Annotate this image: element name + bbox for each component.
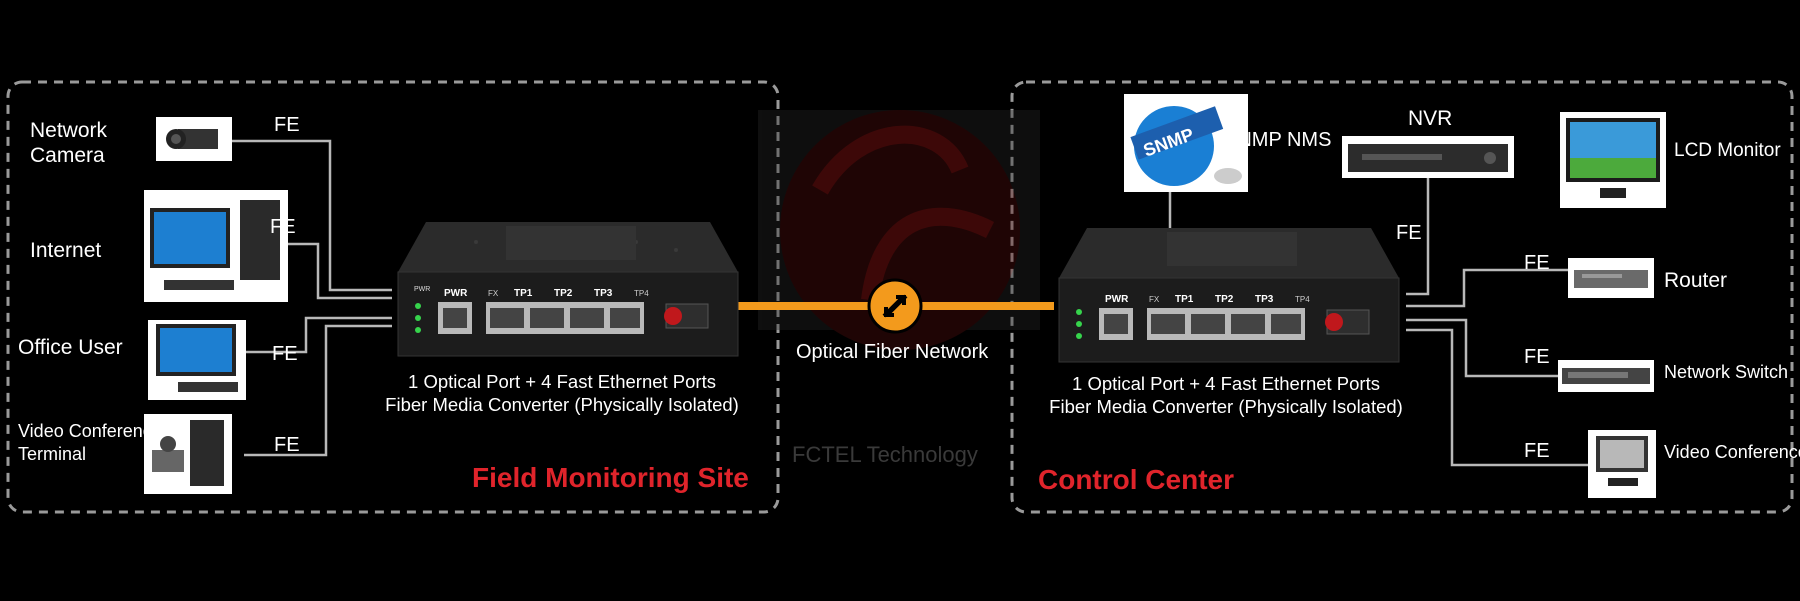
field-caption-line2: Fiber Media Converter (Physically Isolat… [385, 394, 739, 416]
pwr-label-right: PWR [1105, 294, 1129, 305]
control-caption-line1: 1 Optical Port + 4 Fast Ethernet Ports [1072, 373, 1380, 394]
tp1-label-right: TP1 [1175, 294, 1194, 305]
field-converter-caption: 1 Optical Port + 4 Fast Ethernet Ports F… [372, 370, 752, 416]
control-center-title: Control Center [1038, 464, 1234, 495]
video-conference-label: Video Conference [1664, 442, 1800, 462]
field-media-converter: PWR PWR FX TP1 TP2 TP3 TP4 [397, 222, 739, 357]
control-connection-lines [1168, 162, 1588, 467]
fe-label-router: FE [1524, 252, 1550, 274]
office-user-label: Office User [18, 336, 123, 359]
network-switch-label: Network Switch [1664, 362, 1789, 382]
fe-label-nvr: FE [1396, 222, 1422, 244]
watermark-text: FCTEL Technology [792, 442, 978, 467]
video-conference-image [1588, 430, 1656, 498]
watermark-logo [758, 110, 1040, 350]
router-image [1568, 258, 1654, 298]
led-pwr-label: PWR [414, 286, 430, 293]
fe-label-internet: FE [270, 216, 296, 238]
fe-label-video-terminal: FE [274, 434, 300, 456]
fe-label-office-user: FE [272, 343, 298, 365]
fx-label: FX [488, 289, 499, 298]
tp4-label-right: TP4 [1295, 295, 1310, 304]
fiber-label: Optical Fiber Network [796, 341, 989, 363]
lcd-monitor-label: LCD Monitor [1674, 140, 1781, 161]
pwr-label: PWR [444, 288, 468, 299]
network-switch-image [1558, 360, 1654, 392]
network-camera-label-line2: Camera [30, 144, 105, 168]
fe-label-video-conference: FE [1524, 440, 1550, 462]
internet-computer-image [144, 190, 288, 302]
snmp-nms-label: SNMP NMS [1224, 129, 1332, 151]
internet-label: Internet [30, 239, 102, 262]
tp2-label-right: TP2 [1215, 294, 1234, 305]
field-connection-lines [232, 139, 392, 457]
nvr-image [1342, 136, 1514, 178]
snmp-globe-image: SNMP [1124, 94, 1248, 192]
tp3-label: TP3 [594, 288, 613, 299]
fe-label-switch: FE [1524, 346, 1550, 368]
tp3-label-right: TP3 [1255, 294, 1274, 305]
lcd-monitor-image [1560, 112, 1666, 208]
control-media-converter: PWR FX TP1 TP2 TP3 TP4 [1058, 228, 1400, 363]
network-camera-image [156, 117, 232, 161]
field-caption-line1: 1 Optical Port + 4 Fast Ethernet Ports [408, 371, 716, 392]
fx-label-right: FX [1149, 295, 1160, 304]
network-camera-label-line1: Network [30, 119, 108, 142]
nvr-label: NVR [1408, 107, 1453, 130]
tp2-label: TP2 [554, 288, 573, 299]
office-user-image [148, 320, 246, 400]
field-site-boundary [6, 80, 780, 514]
fiber-icon [867, 278, 923, 334]
video-conference-terminal-image [144, 414, 232, 494]
control-center-boundary [1010, 80, 1794, 514]
tp1-label: TP1 [514, 288, 533, 299]
control-converter-caption: 1 Optical Port + 4 Fast Ethernet Ports F… [1036, 372, 1416, 418]
control-caption-line2: Fiber Media Converter (Physically Isolat… [1049, 396, 1403, 418]
tp4-label: TP4 [634, 289, 649, 298]
fe-label-camera: FE [274, 114, 300, 136]
router-label: Router [1664, 269, 1728, 292]
field-site-title: Field Monitoring Site [472, 462, 749, 493]
